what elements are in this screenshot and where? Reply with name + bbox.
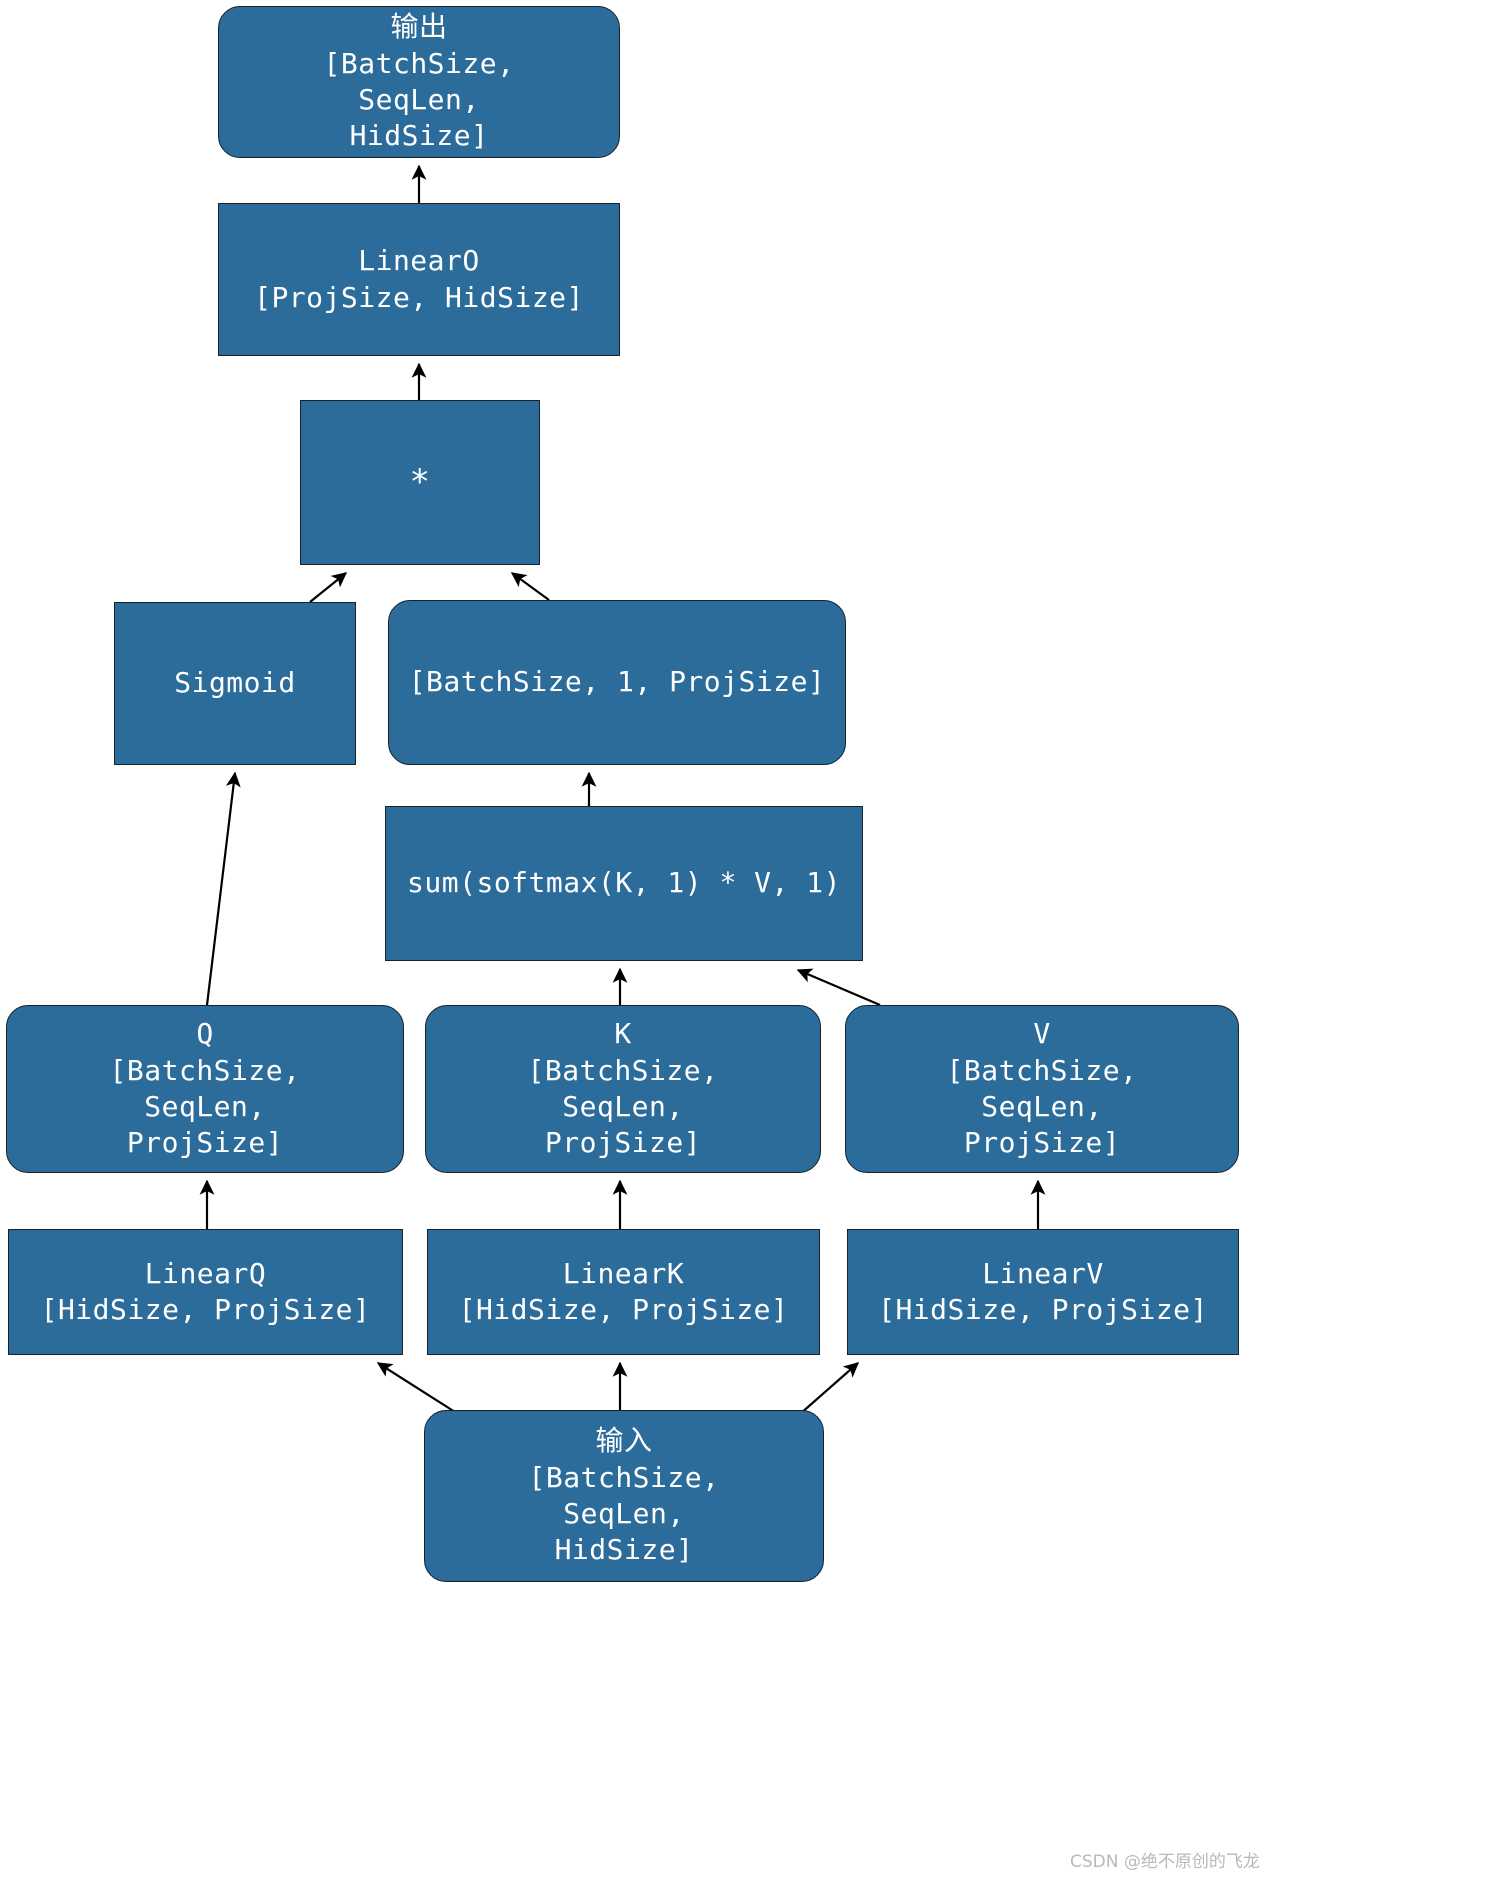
node-linear-v[interactable]: LinearV [HidSize, ProjSize] — [847, 1229, 1239, 1355]
node-v[interactable]: V [BatchSize, SeqLen, ProjSize] — [845, 1005, 1239, 1173]
node-batchsize-1-projsize-label: [BatchSize, 1, ProjSize] — [408, 665, 826, 699]
node-q-label: Q [BatchSize, SeqLen, ProjSize] — [109, 1017, 301, 1160]
node-input-label: 输入 [BatchSize, SeqLen, HidSize] — [528, 1424, 720, 1567]
edge-sigmoid-mult — [309, 572, 348, 603]
edge-q-sigmoid — [205, 771, 241, 1006]
node-linear-q-label: LinearQ [HidSize, ProjSize] — [40, 1256, 371, 1326]
csdn-watermark: CSDN @绝不原创的飞龙 — [1070, 1852, 1260, 1872]
node-multiply-label: * — [409, 462, 431, 503]
edge-bsz1proj-mult — [510, 572, 550, 601]
node-sum-softmax[interactable]: sum(softmax(K, 1) * V, 1) — [385, 806, 863, 961]
node-output-label: 输出 [BatchSize, SeqLen, HidSize] — [323, 10, 515, 153]
node-linear-q[interactable]: LinearQ [HidSize, ProjSize] — [8, 1229, 403, 1355]
node-q[interactable]: Q [BatchSize, SeqLen, ProjSize] — [6, 1005, 404, 1173]
edge-input-linearq — [376, 1362, 456, 1413]
node-batchsize-1-projsize[interactable]: [BatchSize, 1, ProjSize] — [388, 600, 846, 765]
node-linear-k-label: LinearK [HidSize, ProjSize] — [458, 1256, 789, 1326]
node-linear-o-label: LinearO [ProjSize, HidSize] — [254, 244, 584, 314]
node-sigmoid[interactable]: Sigmoid — [114, 602, 356, 765]
node-k[interactable]: K [BatchSize, SeqLen, ProjSize] — [425, 1005, 821, 1173]
node-linear-o[interactable]: LinearO [ProjSize, HidSize] — [218, 203, 620, 356]
edge-v-sumsoftmax — [796, 968, 881, 1007]
node-linear-v-label: LinearV [HidSize, ProjSize] — [878, 1256, 1208, 1326]
edge-input-linearv — [799, 1362, 860, 1415]
node-sum-softmax-label: sum(softmax(K, 1) * V, 1) — [407, 866, 841, 900]
node-v-label: V [BatchSize, SeqLen, ProjSize] — [946, 1017, 1138, 1160]
node-linear-k[interactable]: LinearK [HidSize, ProjSize] — [427, 1229, 820, 1355]
node-sigmoid-label: Sigmoid — [174, 666, 296, 700]
node-output[interactable]: 输出 [BatchSize, SeqLen, HidSize] — [218, 6, 620, 158]
node-k-label: K [BatchSize, SeqLen, ProjSize] — [527, 1017, 719, 1160]
node-input[interactable]: 输入 [BatchSize, SeqLen, HidSize] — [424, 1410, 824, 1582]
node-multiply[interactable]: * — [300, 400, 540, 565]
